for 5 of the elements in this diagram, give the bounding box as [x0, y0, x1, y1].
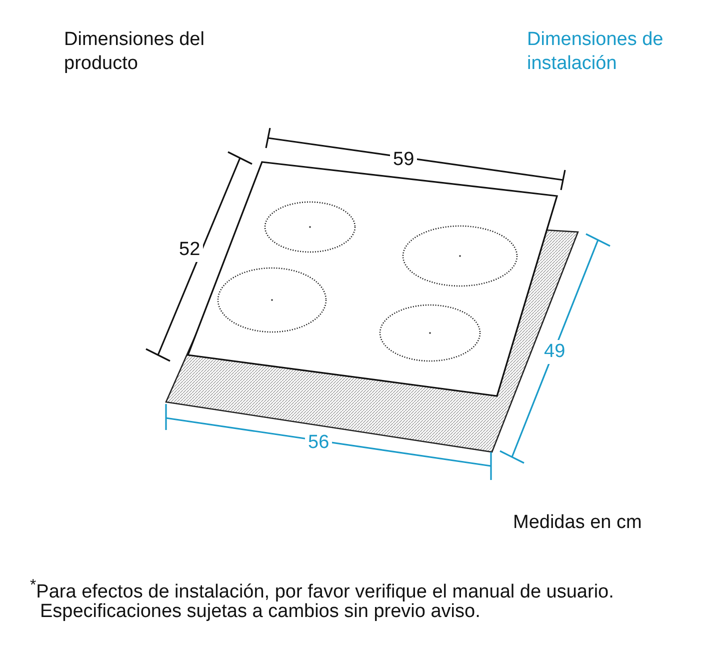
footnote: $^{*}$Para efectos de instalación, por favor verifique el manual de usuario.: [30, 576, 614, 603]
heading: Dimensiones de instalación: [527, 28, 664, 76]
heading: Dimensiones del producto: [64, 28, 206, 76]
footnote: Especificaciones sujetas a cambios sin previo aviso.: [40, 601, 480, 624]
note: Medidas en cm: [513, 511, 642, 535]
